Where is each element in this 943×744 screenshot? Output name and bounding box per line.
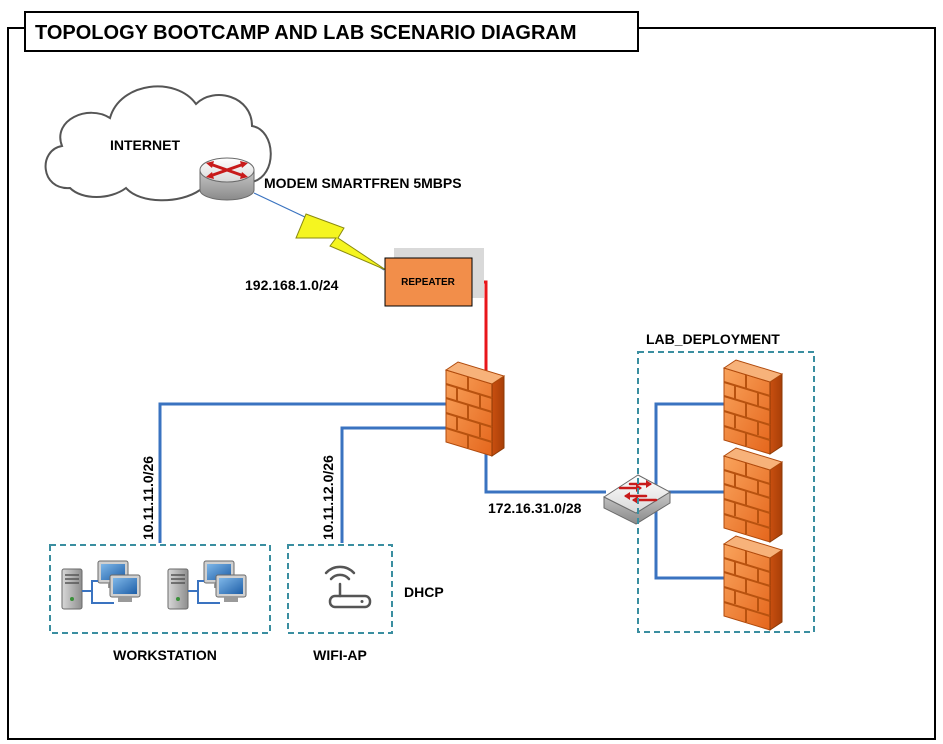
wifi-ap-label: WIFI-AP (313, 647, 367, 663)
workstation-link (158, 402, 446, 543)
workstation-label: WORKSTATION (113, 647, 217, 663)
lab-uplink (484, 445, 606, 494)
dhcp-label: DHCP (404, 584, 444, 600)
wifi-network-label: 10.11.12.0/26 (320, 455, 336, 540)
router-icon (199, 157, 255, 201)
page-title: TOPOLOGY BOOTCAMP AND LAB SCENARIO DIAGR… (35, 22, 577, 44)
wifi-router-icon (324, 565, 372, 609)
workstation-group (49, 544, 271, 634)
wan-network-label: 192.168.1.0/24 (245, 277, 339, 293)
lab-deployment-label: LAB_DEPLOYMENT (646, 331, 780, 347)
wifi-ap-group (287, 544, 393, 634)
modem-label: MODEM SMARTFREN 5MBPS (264, 175, 462, 191)
lab-deployment-group (637, 351, 815, 633)
repeater-box (384, 257, 473, 307)
firewall-icon (723, 447, 783, 543)
firewall-icon (723, 535, 783, 631)
lab-network-label: 172.16.31.0/28 (488, 500, 582, 516)
title-box (24, 11, 639, 52)
workstation-network-label: 10.11.11.0/26 (140, 456, 156, 540)
lightning-icon (253, 192, 387, 271)
core-firewall-icon (445, 361, 505, 457)
wifi-link (340, 426, 446, 543)
internet-label: INTERNET (110, 137, 180, 153)
repeater-label: REPEATER (401, 277, 455, 288)
firewall-icon (723, 359, 783, 455)
